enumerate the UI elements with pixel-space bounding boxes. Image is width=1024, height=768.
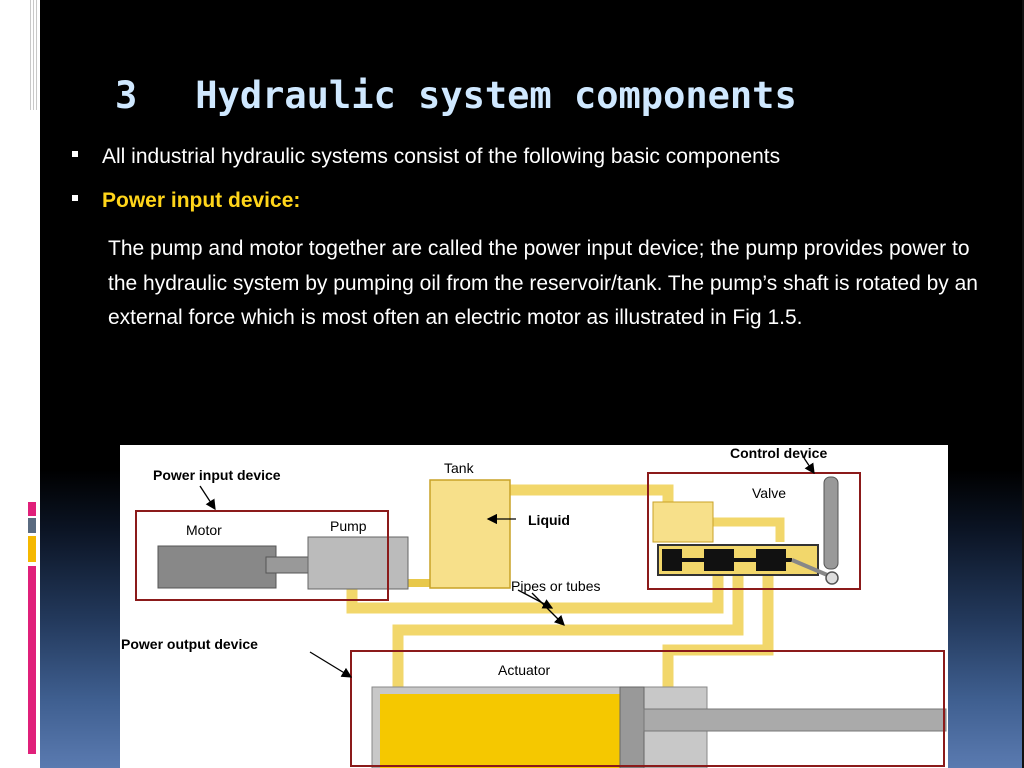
valve-spool-rod <box>662 558 792 562</box>
label-power-input-device: Power input device <box>153 467 281 483</box>
pump-shape <box>307 536 409 590</box>
valve-lever-link <box>791 558 833 579</box>
label-liquid: Liquid <box>528 512 570 528</box>
callout-arrows <box>199 457 815 678</box>
bullet-text: All industrial hydraulic systems consist… <box>102 145 781 168</box>
bullet-item-heading: Power input device: <box>72 189 300 213</box>
bullet-heading-text: Power input device: <box>102 189 301 212</box>
title-text: Hydraulic system components <box>195 74 797 117</box>
control-device-box <box>647 472 861 590</box>
power-input-box <box>135 510 389 601</box>
actuator-rod-shape <box>643 708 947 732</box>
decor-bar-magenta-top <box>28 502 36 516</box>
hydraulic-system-figure: Power input device Motor Pump Tank Liqui… <box>120 445 948 768</box>
label-power-output-device: Power output device <box>121 636 258 652</box>
power-output-box <box>350 650 945 767</box>
square-bullet-icon <box>72 151 78 158</box>
label-tank: Tank <box>444 460 475 476</box>
motor-shaft-shape <box>265 556 309 574</box>
label-pump: Pump <box>330 518 367 534</box>
body-paragraph: The pump and motor together are called t… <box>108 237 978 329</box>
title-number: 3 <box>115 74 138 117</box>
decor-vertical-lines <box>30 0 37 110</box>
decor-bar-magenta-long <box>28 566 36 754</box>
valve-lever-pivot <box>825 571 839 585</box>
hydraulic-diagram: Power input device Motor Pump Tank Liqui… <box>120 445 948 768</box>
motor-shape <box>157 545 277 589</box>
label-pipes-or-tubes: Pipes or tubes <box>511 578 601 594</box>
bullet-item: All industrial hydraulic systems consist… <box>72 145 780 169</box>
valve-chamber-shape <box>652 501 714 543</box>
valve-lever-handle <box>823 476 839 570</box>
right-edge-line <box>1022 0 1024 768</box>
square-bullet-icon <box>72 195 78 202</box>
figure-labels: Power input device Motor Pump Tank Liqui… <box>121 445 827 678</box>
label-valve: Valve <box>752 485 786 501</box>
decor-bar-gray <box>28 518 36 533</box>
tank-shape <box>429 479 511 589</box>
slide-title: 3 Hydraulic system components <box>115 74 797 117</box>
decor-bar-yellow <box>28 536 36 562</box>
actuator-piston-shape <box>619 686 645 768</box>
actuator-fluid-shape <box>380 694 620 768</box>
label-motor: Motor <box>186 522 222 538</box>
label-actuator: Actuator <box>498 662 550 678</box>
label-control-device: Control device <box>730 445 827 461</box>
